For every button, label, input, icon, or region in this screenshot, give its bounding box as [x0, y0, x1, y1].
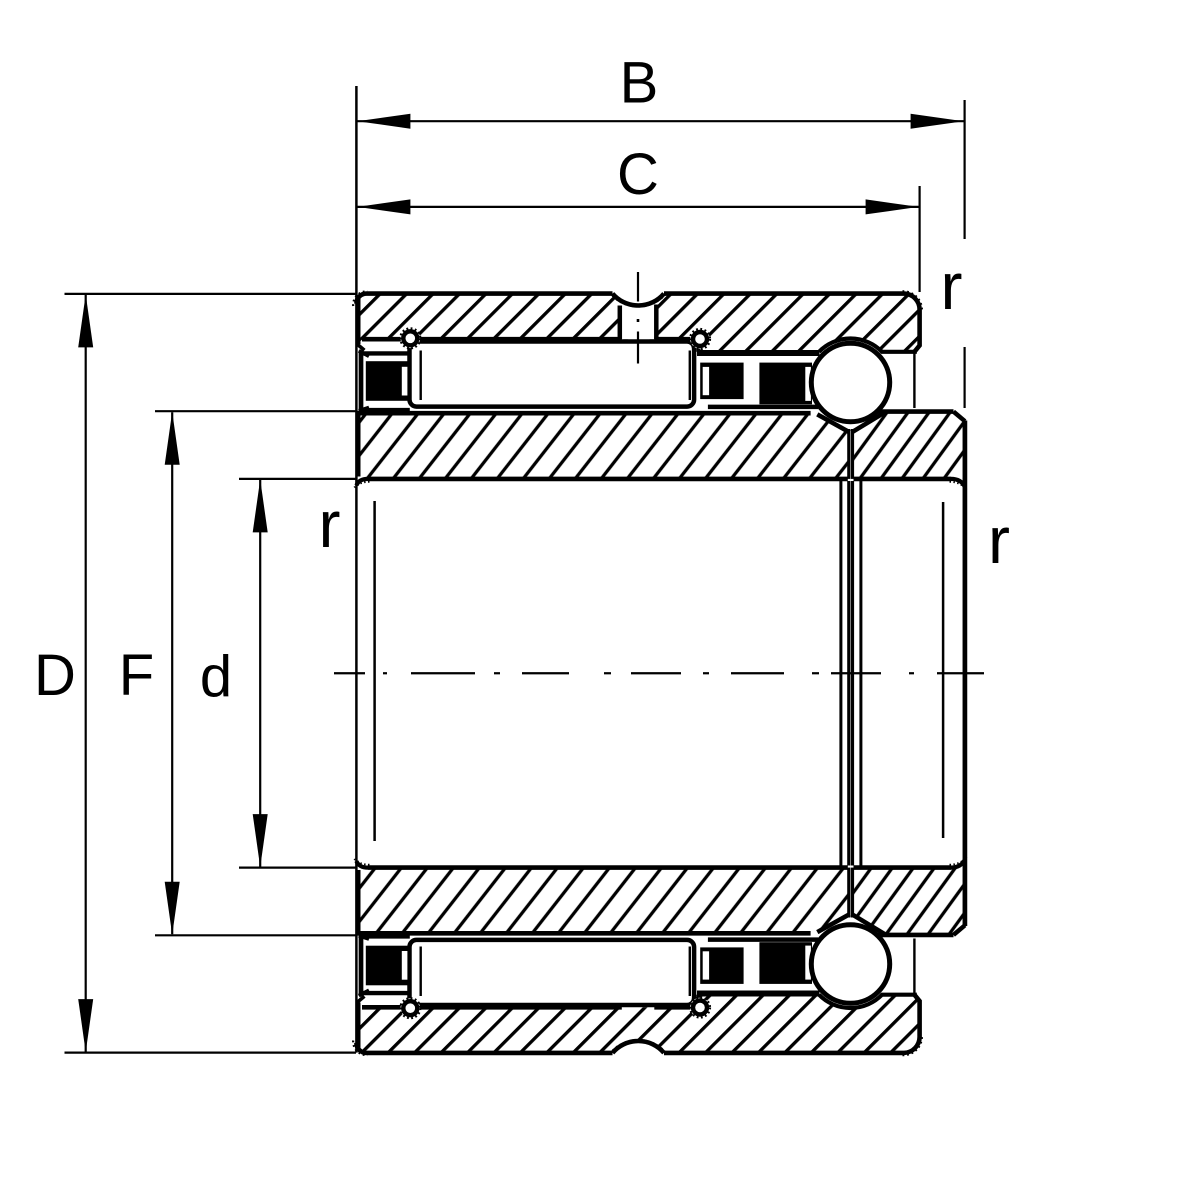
- svg-text:D: D: [34, 643, 76, 708]
- svg-text:r: r: [988, 503, 1010, 577]
- svg-text:F: F: [119, 643, 154, 708]
- svg-text:r: r: [319, 487, 341, 561]
- svg-text:r: r: [941, 249, 963, 323]
- svg-text:C: C: [617, 142, 659, 207]
- svg-text:B: B: [620, 51, 659, 116]
- svg-text:d: d: [200, 645, 232, 710]
